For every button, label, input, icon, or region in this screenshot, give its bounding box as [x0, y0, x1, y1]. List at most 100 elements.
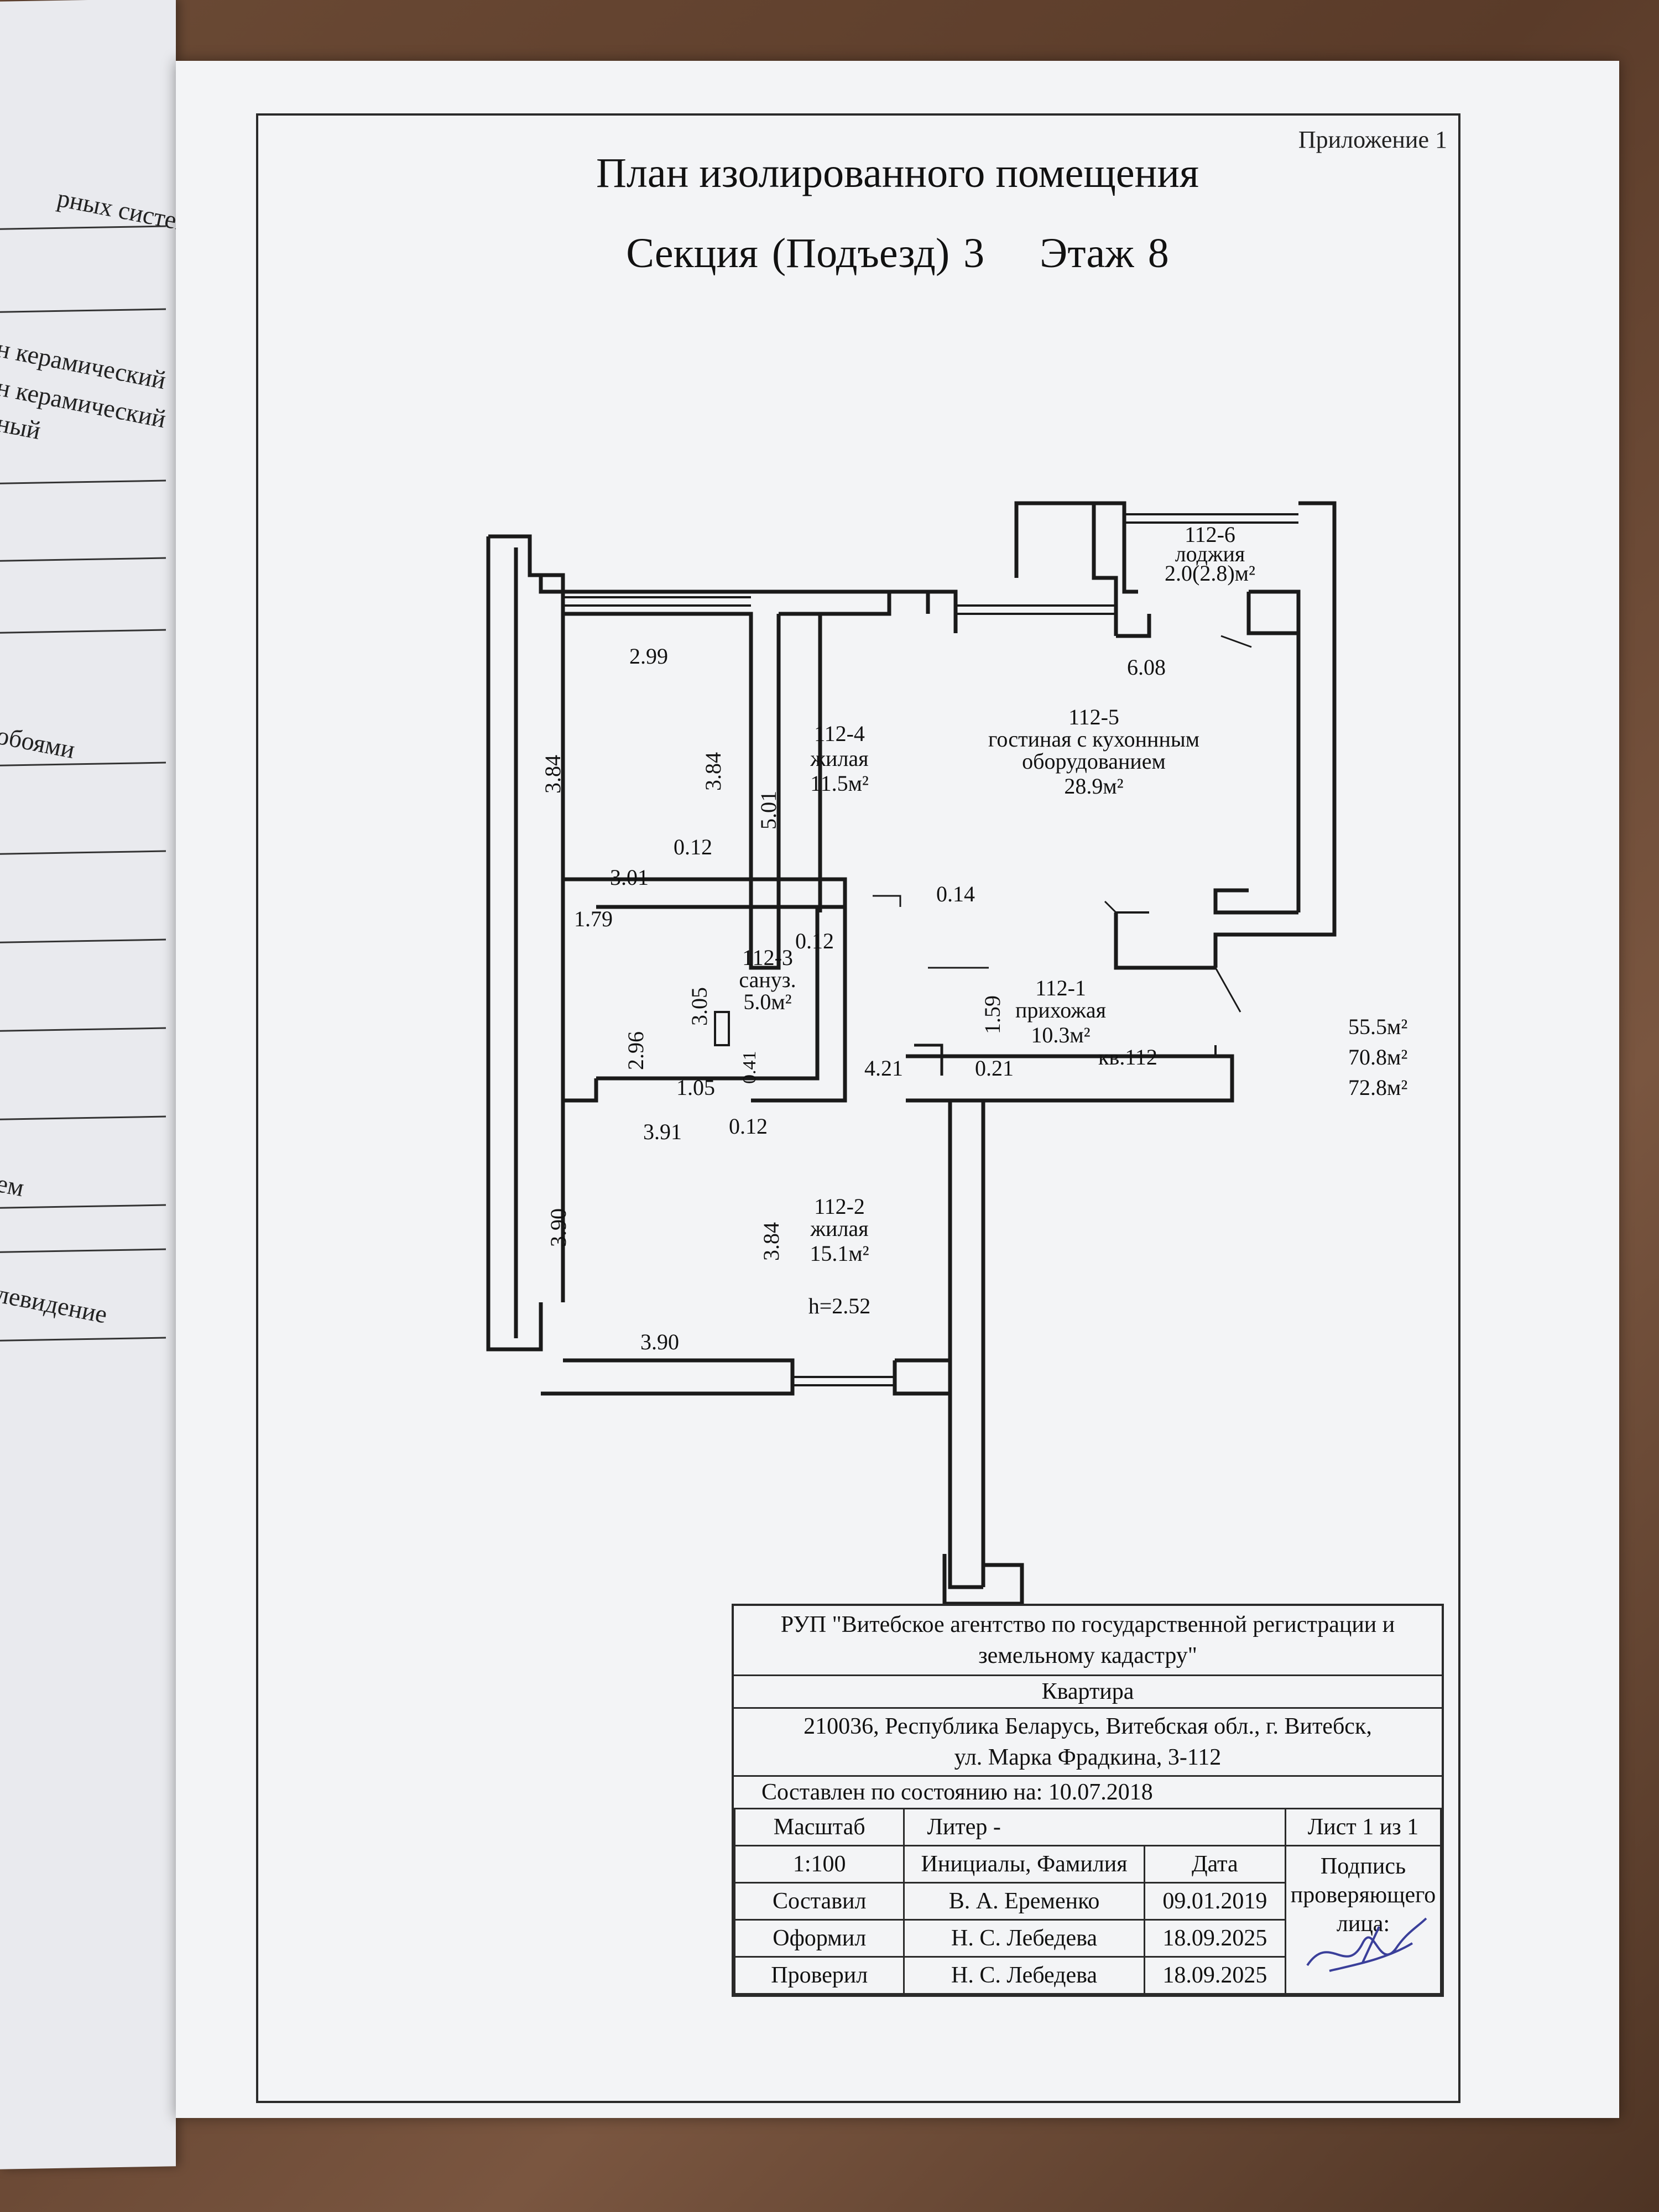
inner-wall — [530, 573, 891, 616]
stamp-role: Оформил — [733, 1919, 905, 1958]
object-type: Квартира — [734, 1676, 1442, 1709]
inner-wall — [1213, 912, 1337, 968]
room-name: лоджия — [1175, 541, 1245, 566]
room-name: гостиная с кухоннным — [988, 727, 1199, 752]
dimension: 1.79 — [574, 906, 613, 931]
dimension: 0.12 — [729, 1114, 768, 1139]
plan-subtitle: Секция (Подъезд) 3 Этаж 8 — [176, 229, 1619, 278]
outer-wall — [1249, 589, 1301, 912]
floor-label: Этаж 8 — [1040, 230, 1169, 276]
inner-wall — [926, 589, 958, 633]
room-id: 112-4 — [814, 721, 865, 746]
scale-value: 1:100 — [733, 1845, 905, 1884]
dimension: 3.91 — [643, 1119, 682, 1144]
left-page-text: ем — [0, 1168, 27, 1202]
col-date-header: Дата — [1143, 1845, 1287, 1884]
address-line: ул. Марка Фрадкина, 3-112 — [954, 1745, 1222, 1770]
dimension: 2.96 — [623, 1031, 648, 1070]
room-name: оборудованием — [1022, 749, 1166, 774]
ceiling-height: h=2.52 — [808, 1293, 871, 1318]
outer-wall — [1298, 501, 1337, 912]
room-id: 112-3 — [742, 945, 793, 970]
plan-title: План изолированного помещения — [596, 150, 1199, 196]
dimension: 0.14 — [936, 881, 975, 906]
dimension: 3.90 — [546, 1208, 571, 1247]
room-name: жилая — [810, 746, 868, 771]
stamp-row: Оформил Н. С. Лебедева 18.09.2025 — [733, 1919, 1441, 1958]
inner-wall — [1213, 888, 1298, 915]
inner-wall — [1246, 592, 1298, 635]
room-id: 112-1 — [1035, 975, 1086, 1000]
dimension: 1.59 — [980, 995, 1005, 1034]
left-page-text: левидение — [0, 1279, 110, 1329]
room-area: 10.3м² — [1031, 1022, 1090, 1047]
room-id: 112-2 — [814, 1194, 865, 1219]
area-with-loggia: 72.8м² — [1348, 1075, 1407, 1100]
loggia-wall — [1094, 501, 1138, 594]
stamp-table: Масштаб Литер - Лист 1 из 1 1:100 Инициа… — [733, 1808, 1442, 1995]
inner-wall — [749, 614, 781, 970]
signature-label: Подпись проверяющего лица: — [1290, 1854, 1436, 1937]
stamp-role: Проверил — [733, 1956, 905, 1995]
room-id: 112-6 — [1185, 522, 1235, 547]
inner-wall — [906, 1054, 1234, 1103]
outer-wall — [486, 536, 543, 1352]
signature-cell: Подпись проверяющего лица: — [1285, 1845, 1442, 1995]
window — [792, 1376, 895, 1386]
dimension: 0.12 — [674, 834, 712, 859]
dimension: 3.01 — [610, 865, 649, 890]
dimension: 2.99 — [629, 644, 668, 669]
section-label: Секция (Подъезд) 3 — [626, 230, 985, 276]
inner-wall — [751, 907, 847, 1103]
room-name: жилая — [810, 1216, 868, 1241]
window — [563, 596, 751, 607]
area-total: 70.8м² — [1348, 1045, 1407, 1070]
dimension: 3.84 — [540, 755, 565, 794]
dimension: 0.12 — [795, 928, 834, 953]
address: 210036, Республика Беларусь, Витебская о… — [734, 1709, 1442, 1777]
stamp-date: 18.09.2025 — [1143, 1919, 1287, 1958]
dimension: 6.08 — [1127, 655, 1166, 680]
dimension: 0.21 — [975, 1056, 1014, 1081]
stamp-row: Составил В. А. Еременко 09.01.2019 — [733, 1882, 1441, 1921]
left-page-text: ный — [0, 408, 44, 445]
stamp-name: Н. С. Лебедева — [903, 1956, 1145, 1995]
organization-line: РУП "Витебское агентство по государствен… — [780, 1612, 1395, 1637]
room-area: 2.0(2.8)м² — [1165, 561, 1255, 586]
stamp-name: Н. С. Лебедева — [903, 1919, 1145, 1958]
loggia-wall — [1014, 501, 1118, 636]
dimension: 4.21 — [864, 1056, 903, 1081]
inner-wall — [906, 1098, 952, 1360]
dimension: 0.41 — [739, 1051, 760, 1084]
inner-wall — [563, 612, 753, 912]
room-id: 112-5 — [1068, 705, 1119, 729]
room-area: 28.9м² — [1064, 774, 1123, 799]
organization-line: земельному кадастру" — [978, 1643, 1197, 1668]
outer-wall — [541, 1358, 795, 1396]
sheet-number: Лист 1 из 1 — [1285, 1808, 1442, 1846]
signature — [1306, 1917, 1427, 1972]
room-area: 11.5м² — [810, 771, 869, 796]
inner-wall — [914, 1044, 943, 1076]
inner-wall — [1114, 912, 1215, 970]
door-swing — [1220, 635, 1252, 648]
outer-wall — [893, 1358, 950, 1396]
outer-wall — [948, 1360, 983, 1589]
bath-fixture — [714, 1011, 730, 1046]
floor-plan: 112-6 лоджия 2.0(2.8)м² 112-4 жилая 11.5… — [486, 501, 1407, 1606]
left-page-text: обоями — [0, 721, 78, 764]
stamp-name: В. А. Еременко — [903, 1882, 1145, 1921]
inner-wall — [779, 612, 822, 912]
inner-wall — [563, 1078, 598, 1103]
stamp-date: 09.01.2019 — [1143, 1882, 1287, 1921]
outer-wall — [488, 534, 565, 1302]
document-sheet: Приложение 1 План изолированного помещен… — [176, 61, 1619, 2118]
left-page-text: рных систем — [55, 183, 195, 238]
address-line: 210036, Республика Беларусь, Витебская о… — [804, 1714, 1372, 1739]
dimension: 3.05 — [687, 987, 712, 1026]
window — [1124, 513, 1298, 524]
appendix-label: Приложение 1 — [1298, 126, 1447, 153]
dimension: 3.84 — [759, 1222, 784, 1261]
loggia-wall — [1116, 614, 1151, 638]
stamp-role: Составил — [733, 1882, 905, 1921]
